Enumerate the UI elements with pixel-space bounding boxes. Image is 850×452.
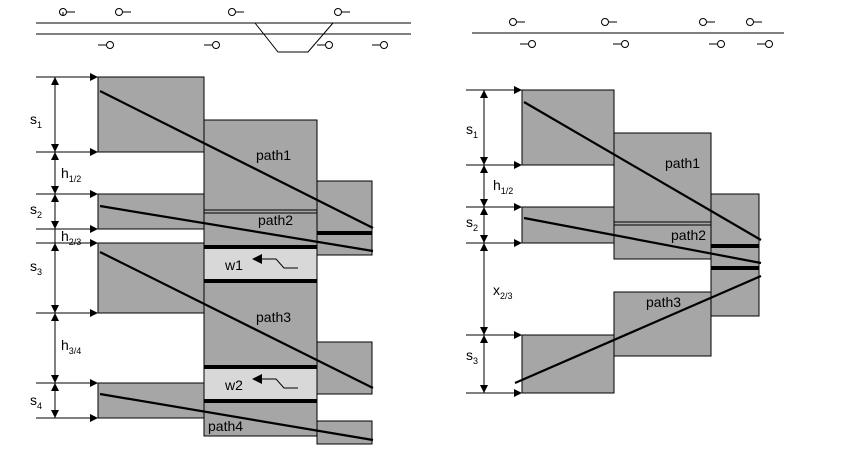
label-path2: path2 (671, 227, 706, 243)
label-s1: s1 (466, 121, 478, 140)
label-w2: w2 (224, 377, 243, 393)
window-w1 (203, 246, 318, 282)
path2-line (99, 204, 374, 253)
path3-line (99, 251, 374, 389)
label-path3: path3 (646, 294, 681, 310)
label-s3: s3 (466, 347, 478, 366)
label-s2: s2 (30, 201, 42, 220)
block (521, 334, 615, 394)
path4-line (99, 392, 374, 442)
block (97, 382, 205, 419)
label-s2: s2 (466, 214, 478, 233)
track-schematic-left (36, 8, 411, 53)
label-s4: s4 (30, 392, 42, 411)
label-path4: path4 (208, 418, 243, 434)
signal-icon (204, 41, 220, 49)
track-schematic-right (472, 18, 784, 48)
signal-icon (699, 18, 715, 26)
block (521, 206, 615, 244)
window-w2 (203, 366, 318, 402)
signal-icon (757, 40, 773, 48)
right-diagram: s1 h1/2 s2 x2/3 s3 path1 path2 path3 (466, 86, 762, 397)
signal-icon (709, 40, 725, 48)
block (316, 341, 373, 395)
signal-icon (746, 18, 762, 26)
path1-line (523, 101, 762, 241)
dimension-lines (466, 86, 522, 397)
label-path2: path2 (258, 212, 293, 228)
signal-icon (601, 18, 617, 26)
dimension-lines (36, 73, 98, 422)
label-w1: w1 (224, 257, 243, 273)
arrow-icon (252, 374, 298, 389)
block (97, 193, 205, 230)
signal-icon (509, 18, 525, 26)
label-s3: s3 (30, 258, 42, 277)
left-diagram: s1 h1/2 s2 h2/3 s3 h3/4 s4 path1 path2 p… (30, 73, 374, 445)
path1-line (99, 90, 374, 229)
signal-icon (228, 8, 244, 16)
label-h12: h1/2 (61, 165, 81, 184)
signal-icon (115, 8, 131, 16)
signal-icon (613, 40, 629, 48)
label-h34: h3/4 (61, 337, 81, 356)
signal-icon (98, 41, 114, 49)
label-path1: path1 (665, 155, 700, 171)
signal-icon (59, 8, 75, 16)
signal-icon (317, 41, 333, 49)
label-path3: path3 (256, 309, 291, 325)
label-s1: s1 (30, 111, 42, 130)
label-h12: h1/2 (493, 177, 513, 196)
label-h23: h2/3 (61, 228, 81, 247)
block (97, 76, 205, 153)
path3-line (514, 274, 762, 385)
signal-icon (334, 8, 350, 16)
signal-icon (372, 41, 388, 49)
label-x23: x2/3 (493, 282, 513, 301)
block (613, 291, 712, 357)
label-path1: path1 (256, 147, 291, 163)
arrow-icon (252, 254, 298, 269)
path2-line (523, 216, 762, 265)
signal-icon (520, 40, 536, 48)
